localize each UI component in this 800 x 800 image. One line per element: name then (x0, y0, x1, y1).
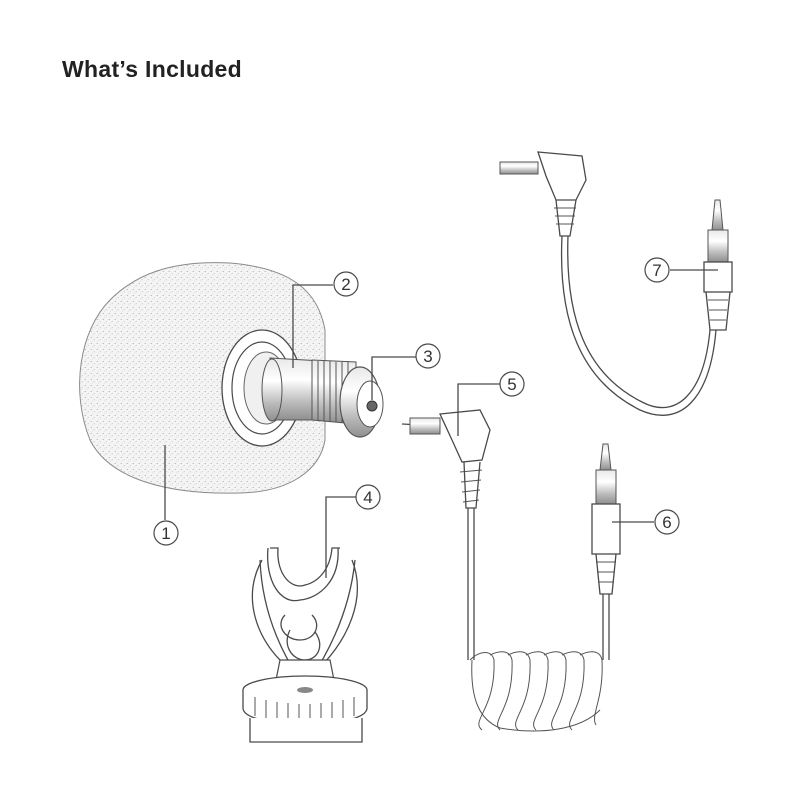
coiled-trrs-cable (401, 409, 603, 732)
page-title: What’s Included (62, 56, 242, 82)
callout-4: 4 (355, 484, 381, 510)
straight-plug (591, 443, 621, 660)
shock-mount (242, 547, 368, 743)
microphone-body (221, 329, 384, 447)
callout-7: 7 (644, 257, 670, 283)
callout-5: 5 (499, 371, 525, 397)
callout-number: 4 (363, 488, 372, 507)
callout-number: 2 (341, 275, 350, 294)
callout-6: 6 (654, 509, 680, 535)
callout-1: 1 (153, 520, 179, 546)
callout-number: 3 (423, 347, 432, 366)
right-angle-trs-cable (499, 151, 733, 416)
callout-number: 5 (507, 375, 516, 394)
callout-3: 3 (415, 343, 441, 369)
callout-number: 1 (161, 524, 170, 543)
callout-number: 7 (652, 261, 661, 280)
callout-2: 2 (333, 271, 359, 297)
callout-number: 6 (662, 513, 671, 532)
callout-leaders (164, 269, 718, 578)
output-jack (366, 400, 378, 412)
